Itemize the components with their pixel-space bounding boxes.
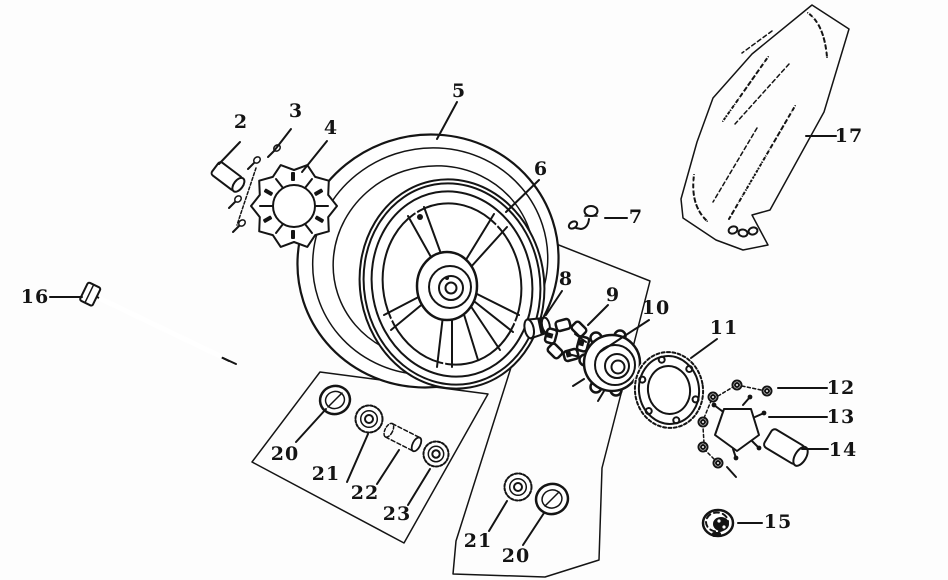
callout-23: 23: [382, 503, 412, 525]
leader-lines: [49, 101, 837, 546]
bearing-drawing: [503, 472, 533, 502]
bearing-drawing: [354, 404, 384, 434]
callout-8: 8: [558, 268, 574, 290]
callout-15: 15: [763, 511, 793, 533]
leader-line: [599, 319, 650, 353]
sprocket-carrier-drawing: [567, 329, 642, 402]
leader-line: [376, 449, 400, 485]
spacer-sleeve-drawing: [763, 428, 809, 467]
brake-disc-drawing: [250, 164, 338, 248]
callout-3: 3: [288, 100, 304, 122]
valve-stem-drawing: [567, 205, 599, 230]
stud-plate-drawing: [711, 394, 767, 461]
rear-sprocket-drawing: [632, 350, 706, 430]
bearing-drawing: [422, 440, 450, 468]
leader-line: [690, 338, 718, 359]
callout-2: 2: [233, 111, 249, 133]
callout-4: 4: [323, 117, 339, 139]
callout-14: 14: [828, 439, 858, 461]
callout-13: 13: [826, 406, 856, 428]
callout-5: 5: [451, 80, 467, 102]
bearing-spacer-drawing: [383, 422, 423, 453]
leader-line: [436, 101, 458, 140]
leader-line: [346, 433, 369, 483]
leader-line: [488, 500, 508, 532]
oil-seal-drawing: [318, 384, 352, 416]
callout-11: 11: [709, 317, 739, 339]
callout-20: 20: [270, 443, 300, 465]
drive-chain-drawing: [692, 12, 829, 238]
callout-10: 10: [641, 297, 671, 319]
callout-7: 7: [628, 206, 644, 228]
spacer-pin-drawing: [210, 161, 246, 193]
sprocket-nuts-drawing: [697, 379, 773, 478]
leader-line: [545, 290, 563, 316]
leader-line: [301, 140, 328, 173]
callout-9: 9: [605, 284, 621, 306]
axle-nut-drawing: [701, 508, 735, 538]
leader-line: [295, 408, 327, 443]
leader-line: [505, 179, 540, 213]
leader-line: [587, 304, 609, 326]
leader-line: [273, 128, 292, 152]
panel-outline-right: [452, 237, 651, 578]
chain-guide-outline: [680, 4, 850, 251]
callout-17: 17: [834, 125, 864, 147]
leader-line: [218, 141, 241, 165]
valve-hole-dot: [417, 214, 423, 220]
callout-22: 22: [350, 482, 380, 504]
leader-line: [407, 468, 431, 506]
leader-line: [522, 512, 545, 546]
callout-21b: 21: [463, 530, 493, 552]
callout-6: 6: [533, 158, 549, 180]
callout-16: 16: [20, 286, 50, 308]
axle-shaft-drawing: [79, 281, 237, 365]
oil-seal-drawing: [534, 482, 570, 516]
callout-20b: 20: [501, 545, 531, 567]
callout-21: 21: [311, 463, 341, 485]
wheel-rim-drawing: [358, 178, 546, 390]
callout-12: 12: [826, 377, 856, 399]
disc-bolts-drawing: [228, 144, 281, 233]
